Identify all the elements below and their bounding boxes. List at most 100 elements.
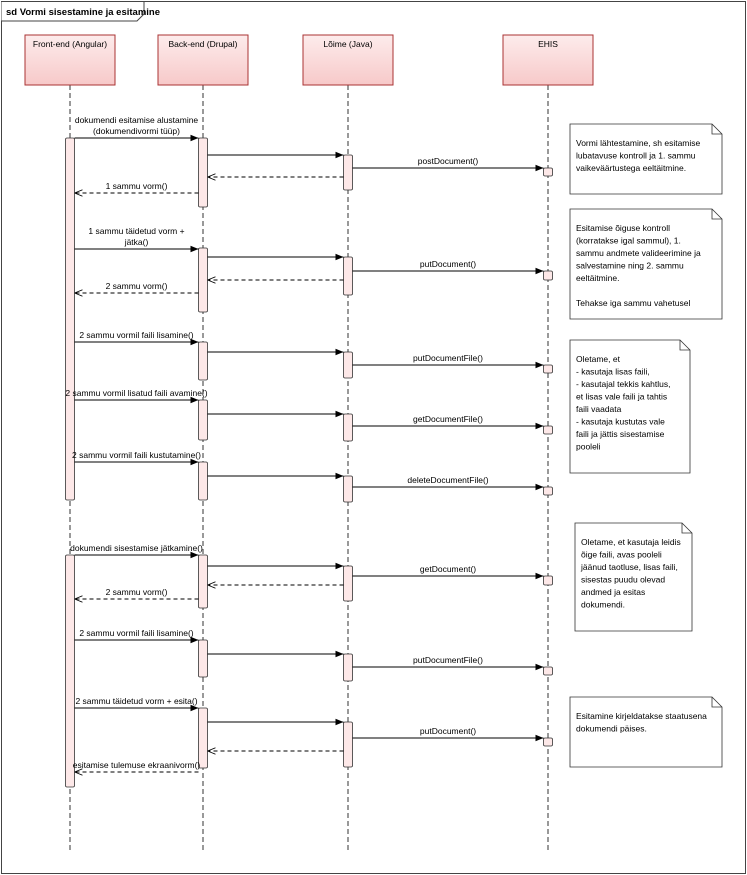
note-text: Esitamine kirjeldatakse staatusena — [576, 711, 707, 721]
activation-bar — [198, 399, 208, 441]
note: Oletame, et - kasutaja lisas faili, - kasu… — [569, 339, 691, 474]
message: postDocument() — [352, 156, 544, 172]
message-label: 2 sammu vormil lisatud faili avamine() — [65, 388, 207, 398]
activation-bar — [343, 565, 353, 602]
activation-bar — [198, 639, 208, 678]
lifelines-layer: Front-end (Angular) Back-end (Drupal) Lõim… — [24, 34, 594, 852]
message: putDocument() — [352, 259, 544, 275]
lifeline-fe: Front-end (Angular) — [24, 34, 116, 852]
note-text: Oletame, et — [576, 354, 621, 364]
activation-bar — [343, 653, 353, 682]
lifeline-name: Lõime (Java) — [323, 39, 372, 49]
note: Esitamise õiguse kontroll (korratakse iga… — [569, 208, 723, 320]
notes-layer: Vormi lähtestamine, sh esitamise lubatavu… — [569, 123, 723, 768]
message: 2 sammu vorm() — [74, 587, 199, 599]
note: Oletame, et kasutaja leidis õige faili, a… — [574, 522, 693, 632]
activation-bar — [343, 256, 353, 296]
note-text: Oletame, et kasutaja leidis — [581, 537, 681, 547]
note-fold — [711, 697, 722, 708]
activation-bar — [343, 413, 353, 442]
message: 2 sammu vormil faili lisamine() — [74, 330, 199, 346]
note-text: jäänud taotluse, lisas faili, — [580, 562, 678, 572]
message-label: putDocument() — [420, 259, 476, 269]
message-label: 2 sammu täidetud vorm + esita() — [75, 696, 197, 706]
message-label: 2 sammu vormil faili lisamine() — [79, 628, 193, 638]
message-label: (dokumendivormi tüüp) — [93, 126, 180, 136]
note-text: vaikeväärtustega eeltäitmine. — [576, 163, 686, 173]
note-text: õige faili, avas pooleli — [581, 550, 662, 560]
message: getDocumentFile() — [352, 414, 544, 430]
lifeline-be: Back-end (Drupal) — [157, 34, 249, 852]
note-text: - kasutaja kustutas vale — [576, 417, 665, 427]
note-text: pooleli — [576, 442, 601, 452]
message: putDocumentFile() — [352, 655, 544, 671]
activation-bar — [198, 341, 208, 381]
lifeline-li: Lõime (Java) — [302, 34, 394, 852]
activation-bar — [543, 167, 553, 177]
message-label: esitamise tulemuse ekraanivorm() — [73, 760, 201, 770]
message-label: dokumendi sisestamise jätkamine() — [70, 543, 203, 553]
note-text: salvestamine ning 2. sammu — [576, 261, 684, 271]
note-text: Vormi lähtestamine, sh esitamise — [576, 138, 701, 148]
activation-bar — [543, 486, 553, 496]
activations-layer — [65, 137, 553, 788]
message-label: 2 sammu vorm() — [106, 281, 168, 291]
note-text: Esitamise õiguse kontroll — [576, 223, 670, 233]
lifeline-head — [302, 34, 394, 86]
message-label: putDocumentFile() — [413, 353, 483, 363]
message: 2 sammu vorm() — [74, 281, 199, 293]
lifeline-name: EHIS — [538, 39, 558, 49]
message: esitamise tulemuse ekraanivorm() — [73, 760, 201, 772]
activation-bar — [198, 707, 208, 769]
note-fold — [711, 209, 722, 220]
lifeline-head — [157, 34, 249, 86]
activation-bar — [198, 247, 208, 313]
message: 1 sammu täidetud vorm +jätka() — [74, 226, 199, 253]
message: 2 sammu vormil faili kustutamine() — [72, 450, 201, 466]
lifeline-head — [24, 34, 116, 86]
message-label: dokumendi esitamise alustamine — [75, 115, 199, 125]
activation-bar — [343, 154, 353, 191]
note-text: faili ja jättis sisestamise — [576, 429, 665, 439]
note: Vormi lähtestamine, sh esitamise lubatavu… — [569, 123, 723, 195]
note-text: dokumendi. — [581, 600, 625, 610]
message-label: 2 sammu vorm() — [106, 587, 168, 597]
note-text: - kasutaja lisas faili, — [576, 367, 650, 377]
message: 2 sammu vormil lisatud faili avamine() — [65, 388, 208, 404]
activation-bar — [543, 737, 553, 747]
activation-bar — [343, 475, 353, 503]
message-label: postDocument() — [418, 156, 479, 166]
note-box — [569, 123, 723, 195]
messages-layer: dokumendi esitamise alustamine(dokumendi… — [65, 115, 544, 772]
activation-bar — [198, 137, 208, 208]
message-label: 2 sammu vormil faili lisamine() — [79, 330, 193, 340]
note-fold — [681, 523, 692, 534]
note-text: faili vaadata — [576, 404, 622, 414]
message-label: deleteDocumentFile() — [407, 475, 488, 485]
message: putDocument() — [352, 726, 544, 742]
activation-bar — [65, 554, 75, 788]
note-box — [569, 339, 691, 474]
lifeline-head — [502, 34, 594, 86]
message: getDocument() — [352, 564, 544, 580]
lifeline-name: Back-end (Drupal) — [169, 39, 238, 49]
frame-title-tab — [1, 1, 145, 22]
frame-title: sd Vormi sisestamine ja esitamine — [6, 7, 160, 18]
message: 2 sammu täidetud vorm + esita() — [74, 696, 199, 712]
note-text: dokumendi päises. — [576, 724, 647, 734]
message-label: jätka() — [124, 237, 149, 247]
message: deleteDocumentFile() — [352, 475, 544, 491]
message: dokumendi sisestamise jätkamine() — [70, 543, 203, 559]
activation-bar — [198, 554, 208, 609]
activation-bar — [343, 721, 353, 768]
note-text: eeltäitmine. — [576, 273, 619, 283]
activation-bar — [543, 425, 553, 435]
message-label: getDocument() — [420, 564, 476, 574]
activation-bar — [543, 270, 553, 281]
activation-bar — [343, 351, 353, 379]
message: dokumendi esitamise alustamine(dokumendi… — [74, 115, 199, 142]
note-text: lubatavuse kontroll ja 1. sammu — [576, 151, 696, 161]
note-text: (korratakse igal sammul), 1. — [576, 236, 681, 246]
message-label: putDocumentFile() — [413, 655, 483, 665]
